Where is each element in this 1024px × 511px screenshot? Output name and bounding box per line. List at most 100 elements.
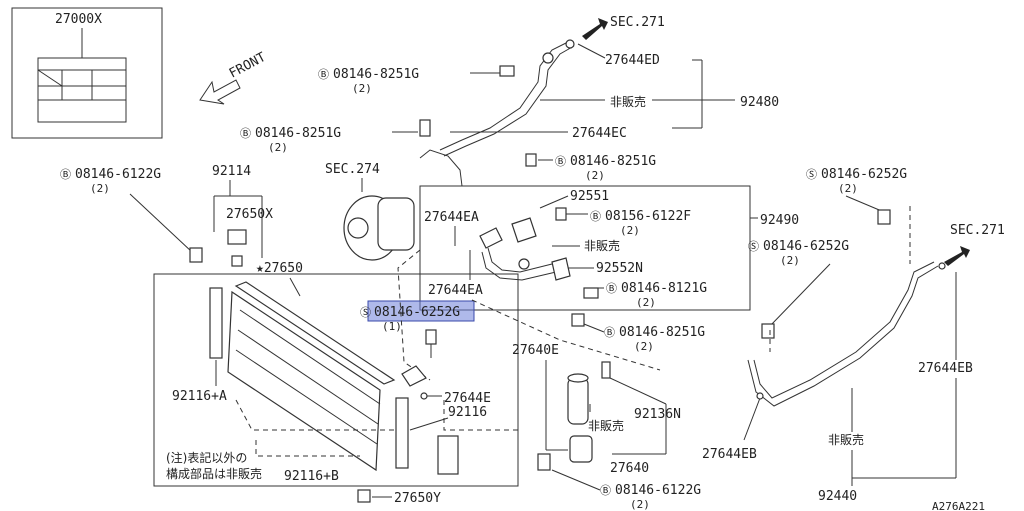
svg-text:Ⓑ: Ⓑ xyxy=(240,127,251,140)
cap-27650X xyxy=(231,255,243,267)
bolt-icon xyxy=(419,119,431,137)
label-08146-6252G-highlight[interactable]: 08146-6252G xyxy=(374,305,460,320)
front-arrow-icon xyxy=(199,79,241,105)
reference-box xyxy=(11,7,163,139)
seal-92116A xyxy=(209,287,223,359)
label-hibaibai-d: 非販売 xyxy=(828,432,864,447)
arrow-sec271-top-icon xyxy=(582,18,608,40)
sensor-92136N xyxy=(601,361,611,379)
label-27644ED: 27644ED xyxy=(605,53,660,68)
svg-text:Ⓑ: Ⓑ xyxy=(606,282,617,295)
label-27644EB-right: 27644EB xyxy=(918,361,973,376)
bolt-icon xyxy=(189,247,203,263)
label-08146-6252G-b: 08146-6252G xyxy=(763,239,849,254)
qty-d: (2) xyxy=(90,182,110,195)
qty-f: (2) xyxy=(838,182,858,195)
highlight-08146-6252G xyxy=(367,300,475,322)
note-line-2: 構成部品は非販売 xyxy=(166,466,262,481)
compressor xyxy=(343,195,415,261)
label-plate xyxy=(37,57,127,123)
label-08146-6122G-a: 08146-6122G xyxy=(75,167,161,182)
label-sec274: SEC.274 xyxy=(325,162,380,177)
label-27650Y: 27650Y xyxy=(394,491,441,506)
label-08146-8121G: 08146-8121G xyxy=(621,281,707,296)
label-92136N: 92136N xyxy=(634,407,681,422)
label-92480: 92480 xyxy=(740,95,779,110)
svg-text:Ⓑ: Ⓑ xyxy=(600,484,611,497)
label-08146-6122G-b: 08146-6122G xyxy=(615,483,701,498)
label-92490: 92490 xyxy=(760,213,799,228)
label-92116B: 92116+B xyxy=(284,469,339,484)
bolt-icon xyxy=(525,153,537,167)
svg-text:Ⓑ: Ⓑ xyxy=(60,168,71,181)
bolt-icon xyxy=(761,323,775,339)
label-27644E: 27644E xyxy=(444,391,491,406)
label-27650: ★27650 xyxy=(256,261,303,276)
label-92440: 92440 xyxy=(818,489,857,504)
label-front: FRONT xyxy=(227,50,269,82)
bolt-icon xyxy=(877,209,891,225)
svg-text:Ⓢ: Ⓢ xyxy=(806,168,817,181)
svg-text:Ⓢ: Ⓢ xyxy=(360,306,371,319)
label-27000X: 27000X xyxy=(55,12,102,27)
pipe-fitting xyxy=(401,365,427,387)
label-hibaibai-c: 非販売 xyxy=(588,418,624,433)
label-27644EB-low: 27644EB xyxy=(702,447,757,462)
svg-text:Ⓑ: Ⓑ xyxy=(318,68,329,81)
pipe-92480 xyxy=(439,41,569,151)
svg-text:Ⓑ: Ⓑ xyxy=(555,155,566,168)
qty-c: (2) xyxy=(585,169,605,182)
bolt-icon xyxy=(555,207,567,221)
label-27644EA-b: 27644EA xyxy=(428,283,483,298)
condenser-box xyxy=(153,273,519,487)
label-sec271-right: SEC.271 xyxy=(950,223,1005,238)
label-92552N: 92552N xyxy=(596,261,643,276)
bolt-icon xyxy=(499,65,515,77)
pipe-92440 xyxy=(753,261,935,399)
bolt-icon xyxy=(425,329,437,345)
seal-92116B xyxy=(437,435,459,475)
qty-g: (2) xyxy=(780,254,800,267)
label-08156-6122F: 08156-6122F xyxy=(605,209,691,224)
label-08146-8251G-d: 08146-8251G xyxy=(619,325,705,340)
label-08146-6252G-a: 08146-6252G xyxy=(821,167,907,182)
label-92551: 92551 xyxy=(570,189,609,204)
box-92490 xyxy=(419,185,751,311)
label-27640: 27640 xyxy=(610,461,649,476)
hose-assembly xyxy=(479,217,557,281)
label-92116: 92116 xyxy=(448,405,487,420)
svg-text:Ⓑ: Ⓑ xyxy=(590,210,601,223)
qty-1: (1) xyxy=(382,320,402,333)
label-hibaibai-b: 非販売 xyxy=(584,238,620,253)
bolt-icon xyxy=(537,453,551,471)
clip-27650Y xyxy=(357,489,371,503)
bolt-icon xyxy=(583,287,599,299)
qty-b: (2) xyxy=(268,141,288,154)
seal-92116 xyxy=(395,397,409,469)
bracket-92114 xyxy=(227,229,247,245)
qty-h: (2) xyxy=(636,296,656,309)
qty-j: (2) xyxy=(630,498,650,511)
note-line-1: (注)表記以外の xyxy=(166,450,247,465)
label-08146-8251G-c: 08146-8251G xyxy=(570,154,656,169)
label-92114: 92114 xyxy=(212,164,251,179)
label-27644EA-a: 27644EA xyxy=(424,210,479,225)
label-27640E: 27640E xyxy=(512,343,559,358)
label-92116A: 92116+A xyxy=(172,389,227,404)
diagram-code: A276A221 xyxy=(932,500,985,511)
qty-e: (2) xyxy=(620,224,640,237)
svg-text:Ⓑ: Ⓑ xyxy=(604,326,615,339)
bolt-icon xyxy=(571,313,585,327)
qty-i: (2) xyxy=(634,340,654,353)
label-08146-8251G-b: 08146-8251G xyxy=(255,126,341,141)
label-08146-8251G-a: 08146-8251G xyxy=(333,67,419,82)
label-sec271-top: SEC.271 xyxy=(610,15,665,30)
qty-a: (2) xyxy=(352,82,372,95)
receiver-drier xyxy=(567,373,593,463)
arrow-sec271-right-icon xyxy=(944,246,970,266)
label-hibaibai-a: 非販売 xyxy=(610,94,646,109)
condenser xyxy=(227,281,396,472)
svg-text:Ⓢ: Ⓢ xyxy=(748,240,759,253)
label-27644EC: 27644EC xyxy=(572,126,627,141)
